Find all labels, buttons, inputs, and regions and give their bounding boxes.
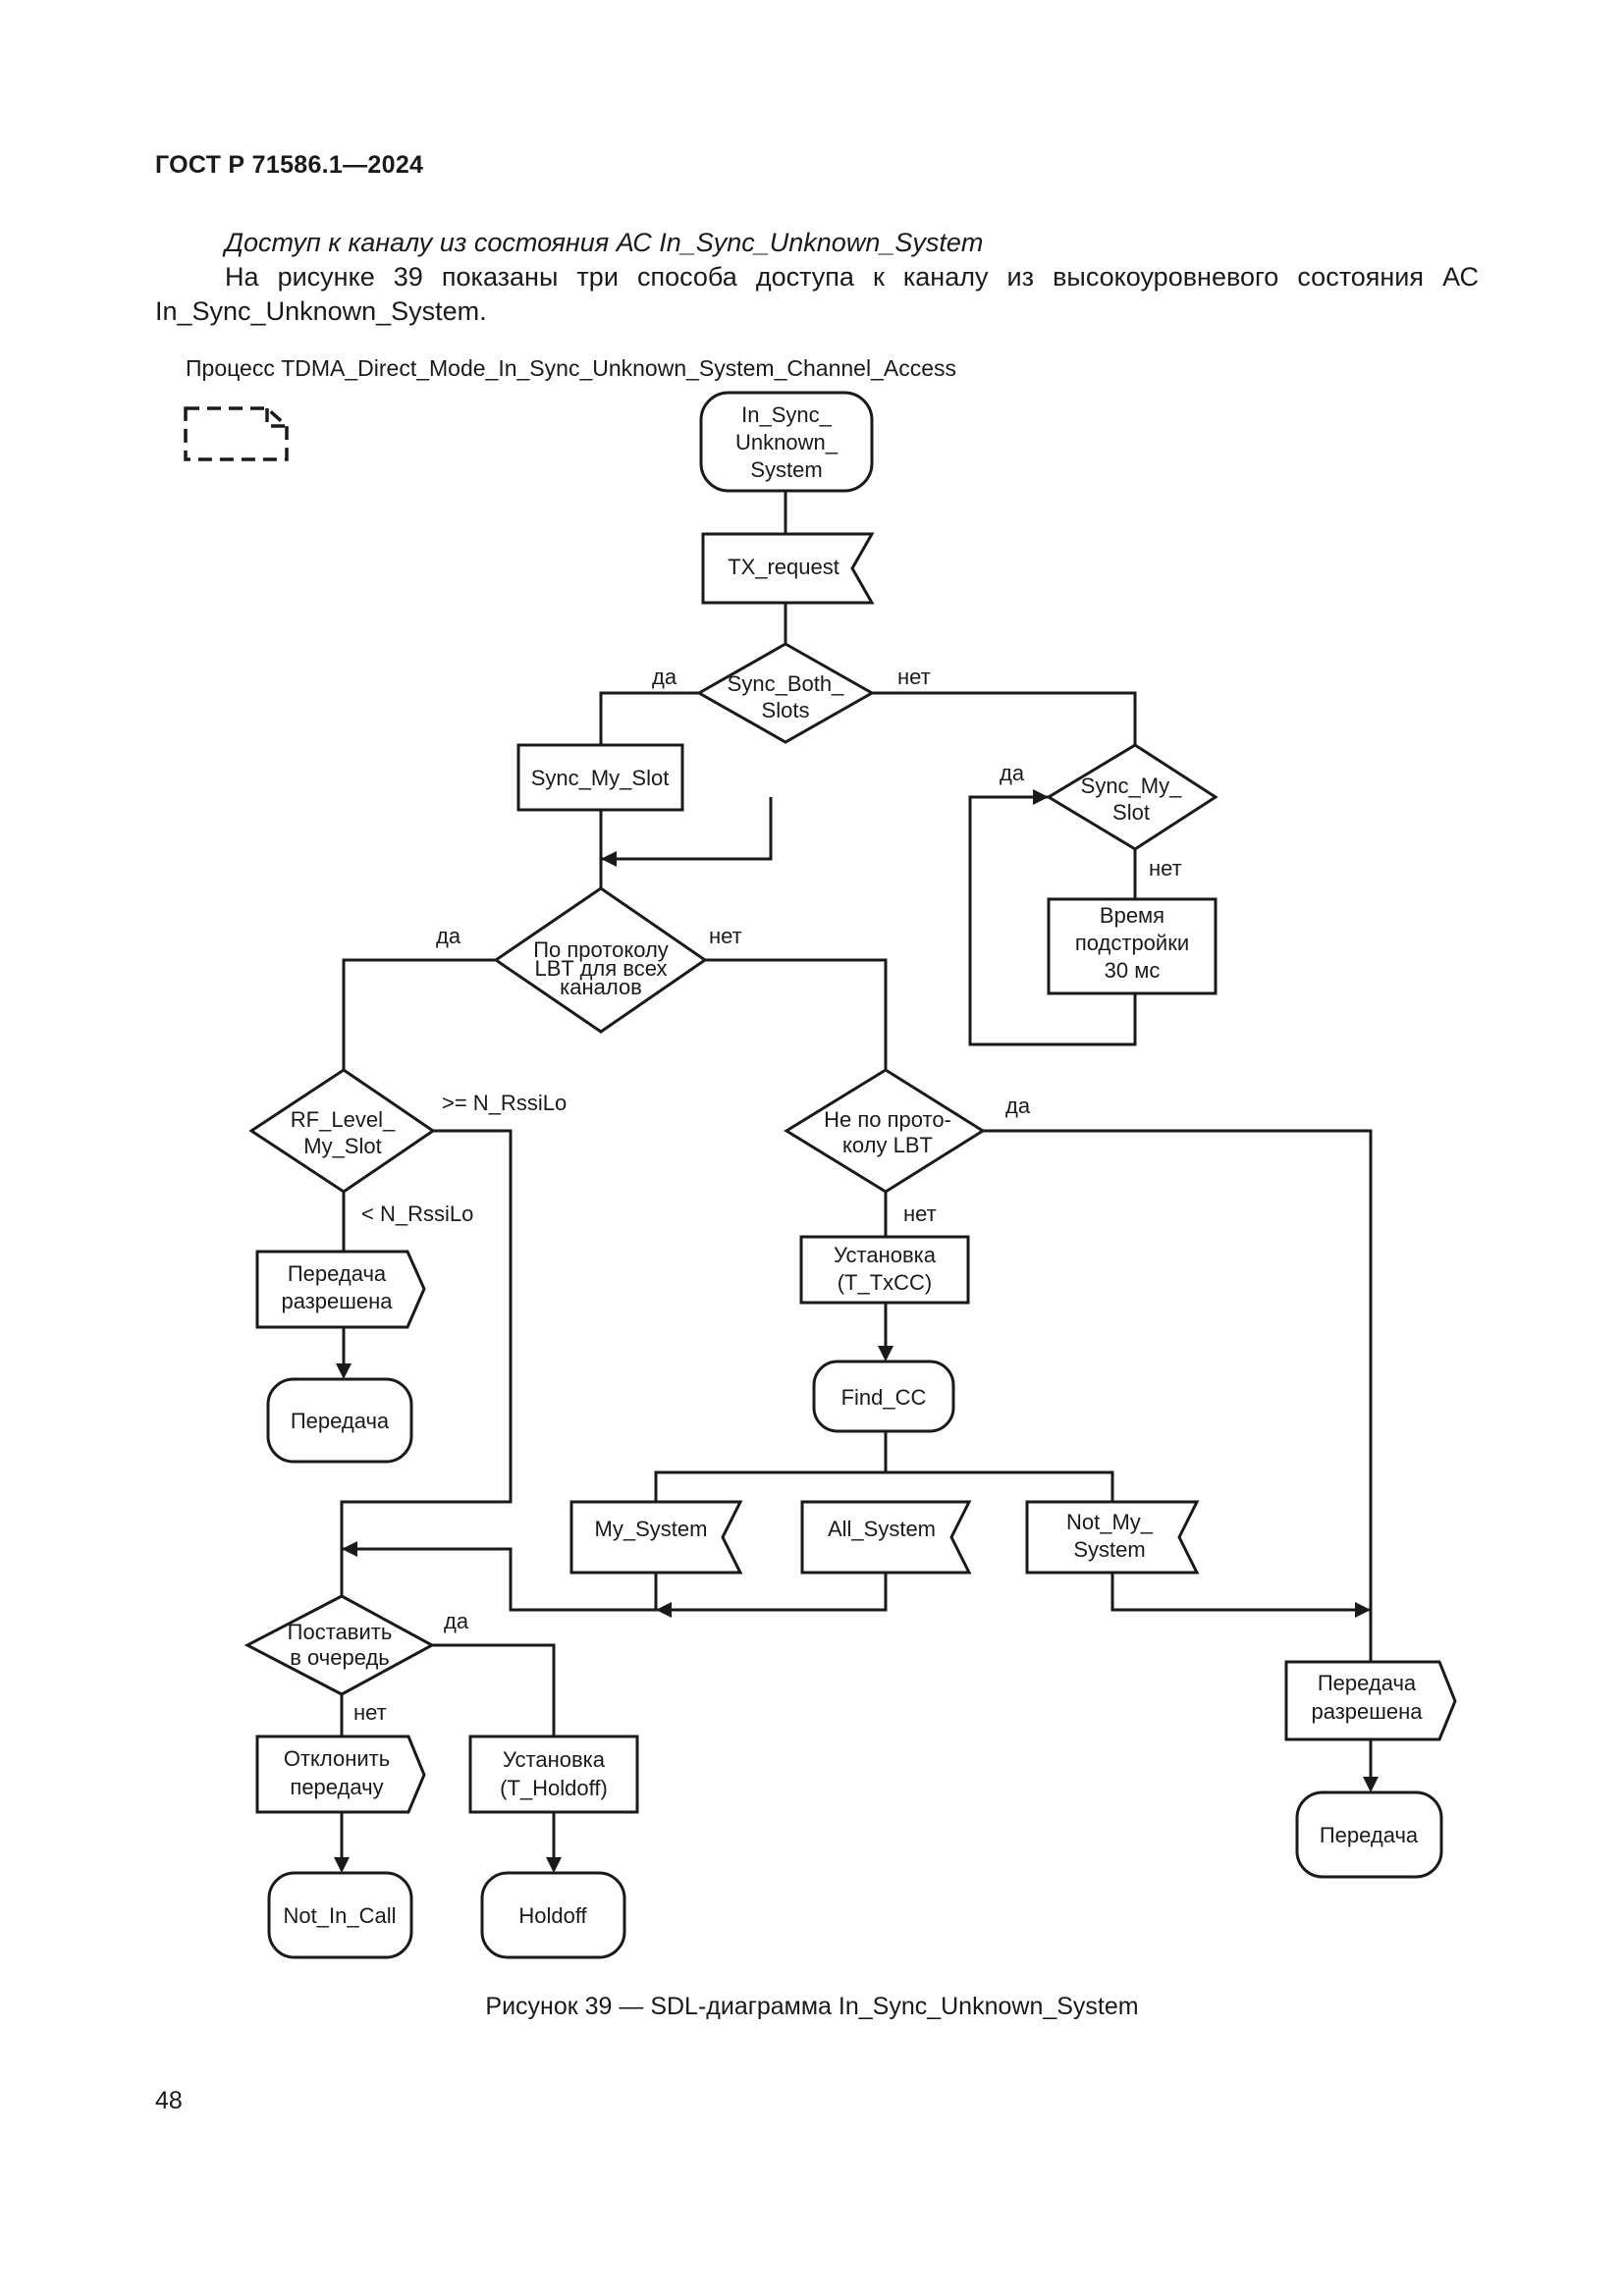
transmit-right-label: Передача [1320,1823,1419,1847]
sync-time-line-2: подстройки [1075,931,1189,955]
state-find-cc: Find_CC [812,1360,955,1433]
figure-caption: Рисунок 39 — SDL-диаграмма In_Sync_Unkno… [485,1993,1139,2020]
set-holdoff-line-1: Установка [503,1747,606,1772]
task-set-t-holdoff: Установка (T_Holdoff) [468,1735,639,1814]
input-not-my-system: Not_My_ System [1025,1500,1200,1575]
rf-level-line-1: RF_Level_ [291,1107,396,1132]
task-sync-time: Время подстройки 30 мс [1047,897,1218,995]
no-label: нет [709,924,742,948]
lbt-all-line-3: каналов [560,975,642,999]
rf-level-line-2: My_Slot [303,1134,381,1158]
decision-queue: Поставить в очередь [244,1594,436,1696]
tx-allowed-right-line-1: Передача [1318,1671,1417,1695]
state-transmit-left: Передача [266,1377,413,1464]
state-line-3: System [750,457,822,482]
lbt-all-line-2: LBT для всех [535,956,668,981]
sync-both-line-2: Slots [762,698,810,722]
set-txcc-line-1: Установка [834,1243,937,1267]
state-line-2: Unknown_ [735,430,839,454]
reject-line-2: передачу [290,1775,383,1799]
state-transmit-right: Передача [1295,1790,1443,1879]
page-number: 48 [155,2087,183,2114]
process-label: Процесс TDMA_Direct_Mode_In_Sync_Unknown… [186,355,956,381]
ge-rssi-label: >= N_RssiLo [442,1091,567,1115]
state-not-in-call: Not_In_Call [267,1871,413,1959]
tx-allowed-left-line-1: Передача [288,1261,387,1286]
not-lbt-line-2: колу LBT [842,1133,933,1157]
not-in-call-label: Not_In_Call [284,1903,397,1928]
output-reject-transmission: Отклонить передачу [255,1735,426,1814]
set-txcc-line-2: (T_TxCC) [838,1270,933,1295]
state-line-1: In_Sync_ [741,402,832,427]
sync-my-line-2: Slot [1112,800,1150,825]
tx-request-label: TX_request [728,555,839,579]
tx-allowed-left-line-2: разрешена [281,1289,393,1313]
not-my-system-line-1: Not_My_ [1066,1510,1154,1534]
queue-line-1: Поставить [288,1620,393,1644]
yes-label: да [1005,1094,1031,1118]
lt-rssi-label: < N_RssiLo [361,1201,473,1226]
set-holdoff-line-2: (T_Holdoff) [500,1776,608,1800]
decision-rf-level-my-slot: RF_Level_ My_Slot [248,1068,436,1194]
task-set-t-txcc: Установка (T_TxCC) [799,1235,970,1305]
input-tx-request: TX_request [701,532,875,605]
queue-line-2: в очередь [290,1645,390,1670]
find-cc-label: Find_CC [841,1385,927,1410]
sync-my-slot-label: Sync_My_Slot [531,766,670,790]
no-label: нет [1149,856,1182,881]
tx-allowed-right-line-2: разрешена [1311,1699,1423,1724]
input-all-system: All_System [800,1500,972,1575]
decision-sync-both-slots: Sync_Both_ Slots [695,642,876,744]
input-my-system: My_System [569,1500,743,1575]
section-subheading: Доступ к каналу из состояния АС In_Sync_… [225,228,984,257]
yes-label: да [436,924,461,948]
arrow-heads [334,789,1379,1873]
no-label: нет [353,1700,387,1725]
yes-label: да [652,665,677,689]
document-header: ГОСТ Р 71586.1—2024 [155,151,424,179]
not-my-system-line-2: System [1073,1537,1145,1562]
reject-line-1: Отклонить [284,1746,390,1771]
no-label: нет [903,1201,937,1226]
sync-my-line-1: Sync_My_ [1081,774,1182,798]
lbt-all-line-1: По протоколу [533,937,669,962]
sync-time-line-1: Время [1100,903,1164,928]
all-system-label: All_System [828,1517,936,1541]
yes-label: да [444,1609,469,1633]
decision-lbt-all-channels: По протоколу LBT для всех каналов [493,886,708,1034]
task-sync-my-slot: Sync_My_Slot [516,743,684,812]
state-in-sync-unknown-system: In_Sync_ Unknown_ System [699,391,874,493]
not-lbt-line-1: Не по прото- [824,1107,951,1132]
transmit-left-label: Передача [291,1409,390,1433]
body-paragraph: На рисунке 39 показаны три способа досту… [155,262,1479,326]
output-tx-allowed-right: Передача разрешена [1284,1660,1457,1741]
output-tx-allowed-left: Передача разрешена [255,1250,426,1329]
holdoff-label: Holdoff [518,1903,587,1928]
yes-label: да [1000,761,1025,785]
no-label: нет [897,665,931,689]
sync-time-line-3: 30 мс [1105,958,1161,983]
decision-sync-my-slot: Sync_My_ Slot [1046,743,1218,851]
my-system-label: My_System [595,1517,708,1541]
sync-both-line-1: Sync_Both_ [728,671,844,696]
process-symbol-icon [184,406,289,461]
state-holdoff: Holdoff [480,1871,626,1959]
decision-not-lbt: Не по прото- колу LBT [784,1068,986,1194]
